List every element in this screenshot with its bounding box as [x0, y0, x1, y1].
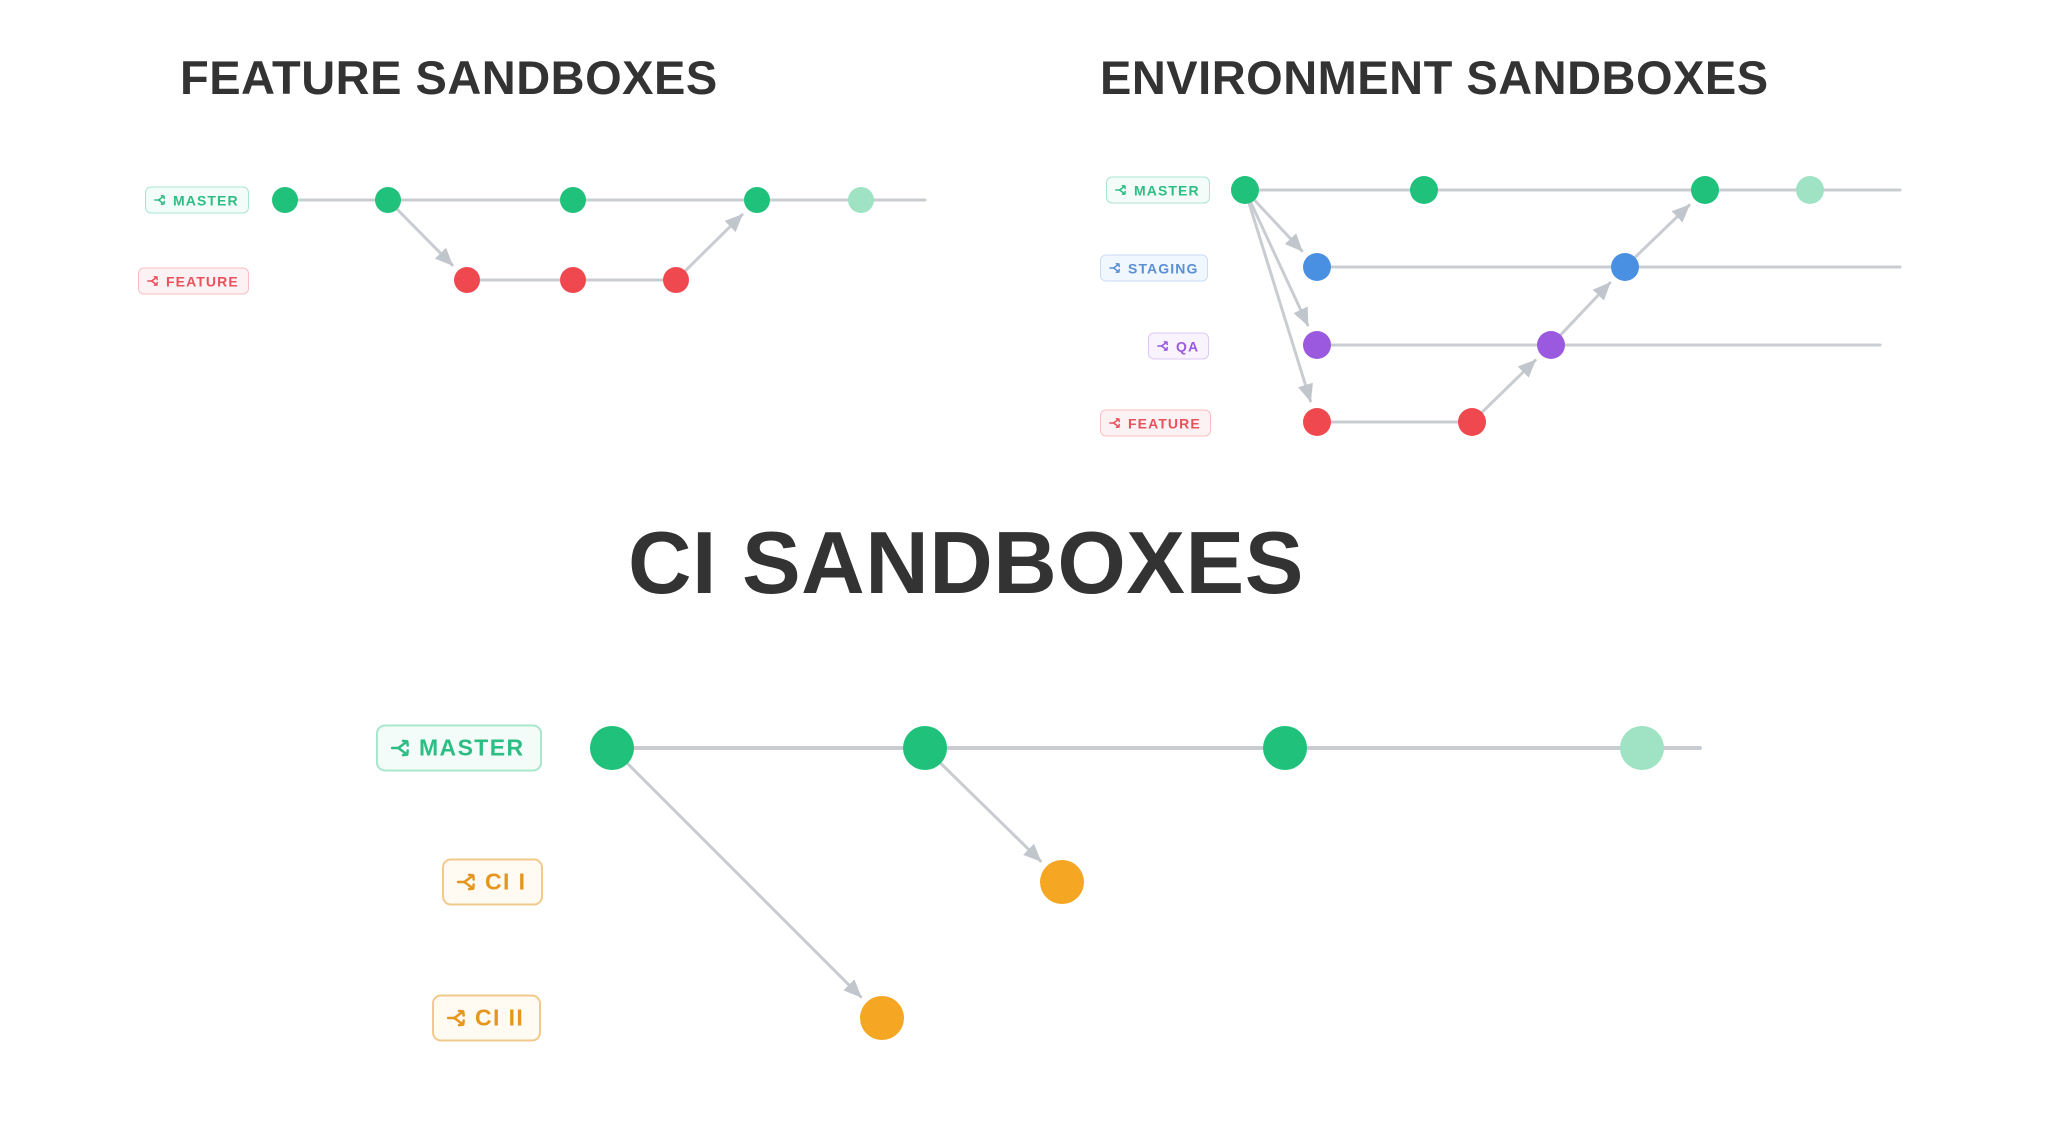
commit-node-master[interactable] [560, 187, 586, 213]
commit-node-master[interactable] [272, 187, 298, 213]
commit-node-feature[interactable] [1458, 408, 1486, 436]
merge-edge [932, 755, 1043, 863]
git-branch-icon [1109, 418, 1120, 428]
git-branch-icon [1157, 341, 1168, 351]
commit-node-feature[interactable] [1303, 408, 1331, 436]
lane-lines [283, 188, 1902, 750]
branch-label-text: FEATURE [166, 273, 239, 289]
branch-label-master-feature-panel[interactable]: MASTER [145, 186, 249, 214]
commit-nodes [272, 176, 1824, 1040]
branch-label-text: FEATURE [1128, 415, 1201, 431]
commit-node-staging[interactable] [1303, 253, 1331, 281]
git-branch-icon [456, 873, 475, 891]
commit-node-master[interactable] [1263, 726, 1307, 770]
ci-sandboxes-title: CI SANDBOXES [628, 513, 1304, 612]
git-branch-icon [446, 1009, 465, 1027]
commit-node-master[interactable] [590, 726, 634, 770]
merge-edge [1245, 196, 1313, 403]
merge-edge [680, 213, 744, 277]
merge-edge [1476, 358, 1537, 418]
branch-label-master-ci-panel[interactable]: MASTER [376, 724, 542, 772]
commit-node-feature[interactable] [454, 267, 480, 293]
commit-node-master[interactable] [1620, 726, 1664, 770]
commit-node-master[interactable] [1796, 176, 1824, 204]
branch-label-feature-env-panel[interactable]: FEATURE [1100, 409, 1211, 437]
git-branch-icon [1115, 185, 1126, 195]
merge-edge [391, 204, 454, 267]
branch-label-feature-feature-panel[interactable]: FEATURE [138, 267, 249, 295]
commit-node-master[interactable] [1410, 176, 1438, 204]
git-branch-icon [1109, 263, 1120, 273]
branch-label-text: MASTER [173, 192, 239, 208]
merge-edge [1247, 196, 1310, 327]
branch-label-text: MASTER [419, 734, 525, 761]
commit-node-ci-ii[interactable] [860, 996, 904, 1040]
feature-sandboxes-title: FEATURE SANDBOXES [180, 51, 718, 104]
git-branch-icon [390, 739, 409, 757]
commit-node-qa[interactable] [1303, 331, 1331, 359]
commit-node-master[interactable] [744, 187, 770, 213]
environment-sandboxes-title: ENVIRONMENT SANDBOXES [1100, 51, 1769, 104]
branch-label-qa-env-panel[interactable]: QA [1148, 332, 1210, 360]
merge-edge [1249, 194, 1304, 253]
branch-label-ci-one[interactable]: CI I [442, 858, 544, 906]
git-branch-icon [154, 195, 165, 205]
git-branch-icon [147, 276, 158, 286]
branch-label-staging-env-panel[interactable]: STAGING [1100, 254, 1209, 282]
commit-node-master[interactable] [848, 187, 874, 213]
branch-label-text: QA [1176, 338, 1200, 354]
branch-label-ci-two[interactable]: CI II [432, 994, 542, 1042]
branch-label-text: MASTER [1134, 182, 1200, 198]
merge-edge [1629, 203, 1691, 263]
commit-node-master[interactable] [1691, 176, 1719, 204]
commit-node-staging[interactable] [1611, 253, 1639, 281]
merge-edge [619, 755, 863, 999]
commit-node-feature[interactable] [560, 267, 586, 293]
commit-node-master[interactable] [375, 187, 401, 213]
merge-edge [1555, 281, 1612, 341]
branch-label-text: CI II [475, 1004, 525, 1031]
commit-node-master[interactable] [903, 726, 947, 770]
merge-edges [391, 194, 1691, 999]
branch-label-text: STAGING [1128, 260, 1199, 276]
commit-node-ci-i[interactable] [1040, 860, 1084, 904]
commit-node-master[interactable] [1231, 176, 1259, 204]
commit-node-qa[interactable] [1537, 331, 1565, 359]
commit-node-feature[interactable] [663, 267, 689, 293]
branch-label-text: CI I [485, 868, 527, 895]
branch-label-master-env-panel[interactable]: MASTER [1106, 176, 1210, 204]
